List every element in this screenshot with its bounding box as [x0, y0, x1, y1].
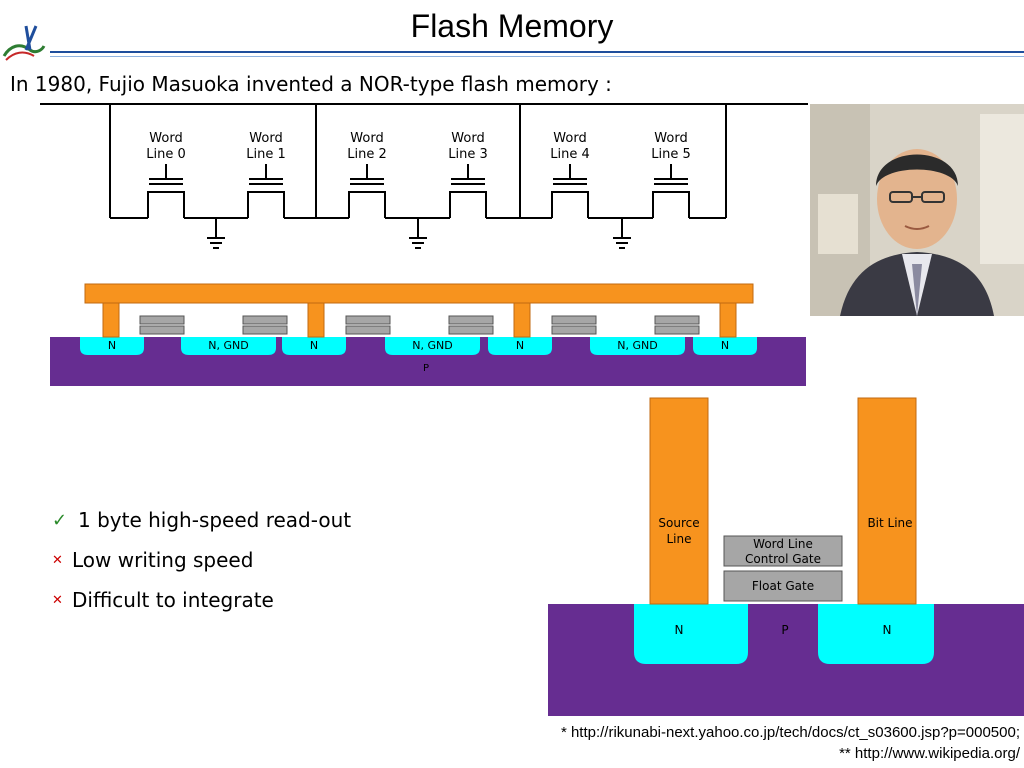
- n-region: [634, 604, 748, 664]
- word-line-label: Word: [350, 131, 383, 146]
- transistor-channel: [247, 191, 285, 218]
- transistor-channel: [551, 191, 589, 218]
- feature-list: ✓ 1 byte high-speed read-out ✕ Low writi…: [52, 500, 351, 620]
- region-label: N: [675, 623, 684, 637]
- control-gate-label: Control Gate: [745, 552, 821, 566]
- p-substrate: [548, 604, 1024, 716]
- bit-line-post: [857, 397, 917, 605]
- float-gate: [345, 325, 391, 335]
- n-region: [488, 337, 552, 355]
- array-cross-section: N N, GND N N, GND N N, GND N P: [50, 283, 806, 386]
- list-item: ✕ Difficult to integrate: [52, 588, 274, 612]
- source-line-label: Line: [666, 532, 691, 546]
- check-icon: ✓: [52, 509, 68, 531]
- word-line-label: Word: [654, 131, 687, 146]
- region-label: P: [781, 623, 788, 637]
- region-label: N: [721, 339, 729, 352]
- n-region: [693, 337, 757, 355]
- float-gate: [448, 325, 494, 335]
- region-label: N, GND: [412, 339, 452, 352]
- word-line-label: Word: [451, 131, 484, 146]
- title-divider-thin: [50, 56, 1024, 57]
- cross-icon: ✕: [52, 552, 63, 568]
- word-line-label: Line 5: [651, 147, 691, 162]
- control-gate: [551, 315, 597, 325]
- source-line-label: Source: [658, 516, 699, 530]
- region-label: N: [883, 623, 892, 637]
- float-gate: [551, 325, 597, 335]
- word-line-label: Line 2: [347, 147, 387, 162]
- control-gate: [242, 315, 288, 325]
- n-region: [818, 604, 934, 664]
- bit-line-label: Bit Line: [867, 516, 912, 530]
- control-gate: [723, 535, 843, 567]
- contact-post: [719, 302, 737, 338]
- source-line-post: [649, 397, 709, 605]
- n-region: [590, 337, 685, 355]
- float-gate: [139, 325, 185, 335]
- float-gate-label: Float Gate: [752, 579, 814, 593]
- title-divider: [50, 51, 1024, 53]
- transistor-channel: [147, 191, 185, 218]
- transistor-channel: [449, 191, 487, 218]
- inventor-photo: [810, 104, 1024, 316]
- logo-icon: [2, 25, 46, 61]
- transistor-channel: [348, 191, 386, 218]
- n-region: [181, 337, 276, 355]
- control-gate: [448, 315, 494, 325]
- float-gate: [654, 325, 700, 335]
- region-label: N: [108, 339, 116, 352]
- bit-line-bar: [84, 283, 754, 304]
- word-line-label: Word: [553, 131, 586, 146]
- word-line-label: Line 1: [246, 147, 286, 162]
- word-line-label: Line 0: [146, 147, 186, 162]
- control-gate-label: Word Line: [753, 537, 813, 551]
- reference-link[interactable]: * http://rikunabi-next.yahoo.co.jp/tech/…: [560, 724, 1020, 741]
- word-line-label: Word: [149, 131, 182, 146]
- float-gate: [723, 570, 843, 602]
- word-line-label: Word: [249, 131, 282, 146]
- control-gate: [345, 315, 391, 325]
- n-region: [282, 337, 346, 355]
- region-label: N, GND: [617, 339, 657, 352]
- contact-post: [102, 302, 120, 338]
- transistor-channel: [652, 191, 690, 218]
- page-title: Flash Memory: [410, 8, 614, 44]
- word-line-label: Line 4: [550, 147, 590, 162]
- region-label: N: [516, 339, 524, 352]
- contact-post: [513, 302, 531, 338]
- cross-icon: ✕: [52, 592, 63, 608]
- control-gate: [654, 315, 700, 325]
- reference-link[interactable]: ** http://www.wikipedia.org/: [839, 745, 1020, 762]
- word-line-label: Line 3: [448, 147, 488, 162]
- n-region: [385, 337, 480, 355]
- contact-post: [307, 302, 325, 338]
- control-gate: [139, 315, 185, 325]
- region-label: N, GND: [208, 339, 248, 352]
- float-gate: [242, 325, 288, 335]
- substrate-label: P: [423, 363, 429, 374]
- region-label: N: [310, 339, 318, 352]
- n-region: [80, 337, 144, 355]
- list-item: ✓ 1 byte high-speed read-out: [52, 508, 352, 532]
- list-item: ✕ Low writing speed: [52, 548, 254, 572]
- intro-text: In 1980, Fujio Masuoka invented a NOR-ty…: [10, 72, 612, 96]
